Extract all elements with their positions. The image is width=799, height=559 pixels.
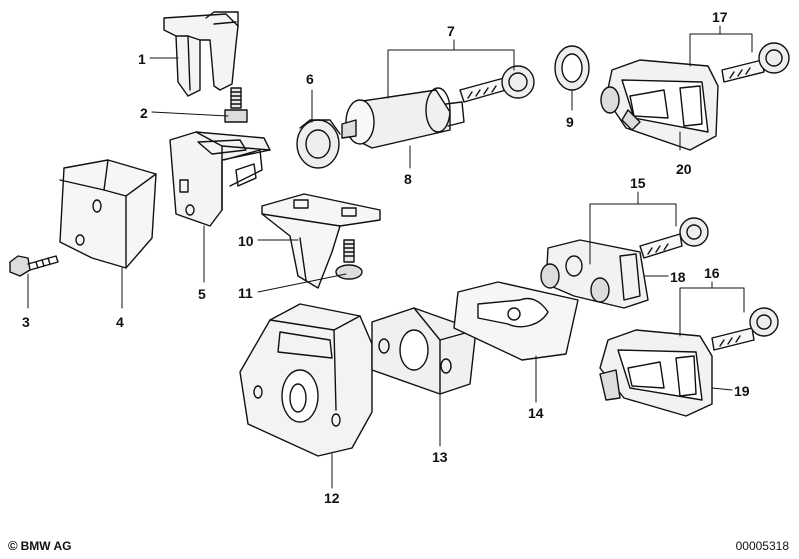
part-5-latch-bracket: [169, 131, 271, 227]
part-8-lock-cylinder: [341, 87, 465, 149]
callout-12: 12: [324, 490, 340, 506]
callout-labels: 1 2 3 4 5 6 7 8 9 10 11 12 13 14 15 16 1…: [22, 9, 750, 506]
brand-name: BMW AG: [20, 538, 72, 553]
callout-9: 9: [566, 114, 574, 130]
callout-2: 2: [140, 105, 148, 121]
callout-7: 7: [447, 23, 455, 39]
part-3-bolt: [9, 255, 59, 277]
callout-19: 19: [734, 383, 750, 399]
callout-8: 8: [404, 171, 412, 187]
callout-6: 6: [306, 71, 314, 87]
callout-1: 1: [138, 51, 146, 67]
callout-14: 14: [528, 405, 544, 421]
part-10-retaining-clip: [261, 193, 381, 289]
part-17-key: [721, 42, 790, 83]
part-1-clip-bracket: [163, 11, 239, 97]
callout-13: 13: [432, 449, 448, 465]
callout-20: 20: [676, 161, 692, 177]
part-13-gasket-block: [371, 307, 477, 395]
part-20-handle-housing: [600, 59, 719, 151]
diagram-number: 00005318: [735, 539, 789, 553]
part-14-seal-plate: [453, 281, 579, 361]
part-12-latch-housing: [239, 303, 373, 457]
part-6-nut: [296, 119, 341, 169]
part-18-lock-unit: [540, 239, 649, 309]
callout-17: 17: [712, 9, 728, 25]
callout-10: 10: [238, 233, 254, 249]
copyright-brand: © BMW AG: [8, 538, 71, 553]
callout-15: 15: [630, 175, 646, 191]
callout-4: 4: [116, 314, 124, 330]
part-4-angle-plate: [59, 159, 157, 269]
part-9-ring: [554, 45, 590, 91]
part-11-screw: [335, 239, 363, 280]
part-15-key: [639, 217, 709, 259]
part-7-key: [459, 65, 535, 103]
part-16-key: [711, 307, 779, 351]
callout-16: 16: [704, 265, 720, 281]
leader-lines: [27, 25, 753, 489]
part-19-handle-housing: [599, 329, 713, 417]
part-2-screw: [224, 87, 248, 123]
callout-11: 11: [238, 285, 253, 301]
copyright-symbol: ©: [8, 538, 18, 553]
callout-5: 5: [198, 286, 206, 302]
callout-3: 3: [22, 314, 30, 330]
callout-18: 18: [670, 269, 686, 285]
